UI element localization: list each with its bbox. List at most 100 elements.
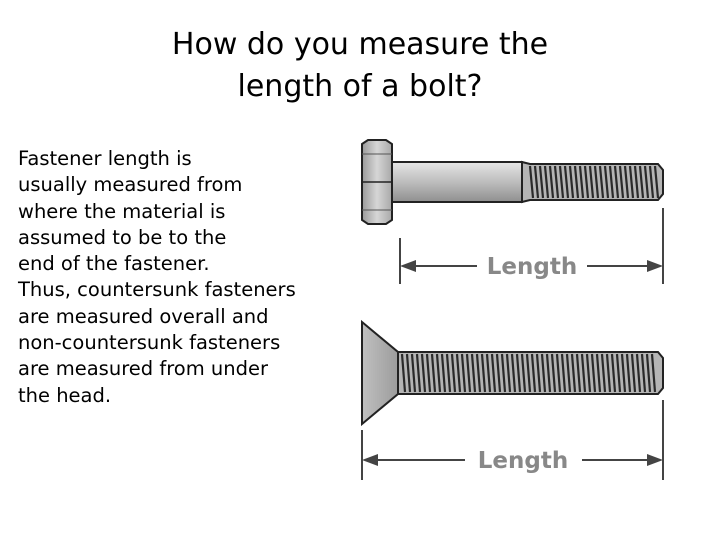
thread-ridge: [563, 165, 570, 199]
body-line-2: usually measured from: [18, 173, 243, 197]
thread-ridge: [485, 353, 492, 393]
thread-ridge: [400, 353, 407, 393]
thread-ridge: [490, 353, 497, 393]
thread-ridge: [548, 165, 555, 199]
thread-ridge: [573, 165, 580, 199]
thread-ridge: [420, 353, 427, 393]
thread-ridge: [650, 353, 657, 393]
thread-ridge: [580, 353, 587, 393]
thread-ridge: [445, 353, 452, 393]
thread-ridge: [535, 353, 542, 393]
thread-ridge: [610, 353, 617, 393]
thread-ridge: [425, 353, 432, 393]
thread-ridge: [605, 353, 612, 393]
thread-ridge: [528, 165, 535, 199]
thread-ridge: [625, 353, 632, 393]
thread-ridge: [538, 165, 545, 199]
thread-ridge: [475, 353, 482, 393]
thread-ridge: [643, 165, 650, 199]
thread-ridge: [590, 353, 597, 393]
thread-ridge: [495, 353, 502, 393]
thread-ridge: [415, 353, 422, 393]
thread-ridge: [640, 353, 647, 393]
body-line-6: Thus, countersunk fasteners: [18, 278, 296, 302]
thread-ridge: [525, 353, 532, 393]
thread-ridge: [520, 353, 527, 393]
slide-title: How do you measure the length of a bolt?: [60, 24, 660, 108]
thread-ridge: [598, 165, 605, 199]
thread-ridge: [533, 165, 540, 199]
bolt-length-figure: Length Length: [350, 130, 720, 490]
body-line-9: are measured from under: [18, 357, 269, 381]
thread-ridge: [613, 165, 620, 199]
body-line-8: non-countersunk fasteners: [18, 331, 281, 355]
thread-ridge: [555, 353, 562, 393]
body-text: Fastener length is usually measured from…: [18, 146, 348, 409]
countersunk-bolt-arrow-left: [362, 454, 378, 466]
thread-ridge: [575, 353, 582, 393]
thread-ridge: [603, 165, 610, 199]
thread-ridge: [500, 353, 507, 393]
thread-ridge: [635, 353, 642, 393]
thread-ridge: [545, 353, 552, 393]
thread-ridge: [440, 353, 447, 393]
thread-ridge: [618, 165, 625, 199]
thread-ridge: [568, 165, 575, 199]
thread-ridge: [608, 165, 615, 199]
hex-bolt-shank: [391, 161, 523, 203]
thread-ridge: [570, 353, 577, 393]
body-line-4: assumed to be to the: [18, 225, 227, 249]
thread-ridge: [560, 353, 567, 393]
thread-ridge: [623, 165, 630, 199]
thread-ridge: [565, 353, 572, 393]
thread-ridge: [583, 165, 590, 199]
thread-ridge: [510, 353, 517, 393]
hex-bolt-arrow-left: [400, 260, 416, 272]
thread-ridge: [450, 353, 457, 393]
thread-ridge: [515, 353, 522, 393]
body-line-10: the head.: [18, 383, 112, 407]
thread-ridge: [435, 353, 442, 393]
thread-ridge: [585, 353, 592, 393]
thread-ridge: [558, 165, 565, 199]
thread-ridge: [620, 353, 627, 393]
thread-ridge: [470, 353, 477, 393]
thread-ridge: [638, 165, 645, 199]
thread-ridge: [405, 353, 412, 393]
thread-ridge: [550, 353, 557, 393]
thread-ridge: [600, 353, 607, 393]
thread-ridge: [648, 165, 655, 199]
body-line-5: end of the fastener.: [18, 252, 210, 276]
title-line-1: How do you measure the: [171, 27, 549, 62]
thread-ridge: [480, 353, 487, 393]
thread-ridge: [645, 353, 652, 393]
hex-bolt-length-label: Length: [487, 254, 577, 280]
body-line-7: are measured overall and: [18, 304, 269, 328]
thread-ridge: [553, 165, 560, 199]
thread-ridge: [595, 353, 602, 393]
hex-bolt-arrow-right: [647, 260, 663, 272]
thread-ridge: [540, 353, 547, 393]
hex-bolt-thread-lines: [528, 165, 660, 199]
countersunk-bolt-thread-lines: [400, 353, 657, 393]
thread-ridge: [633, 165, 640, 199]
countersunk-bolt-length-label: Length: [478, 448, 568, 474]
thread-ridge: [455, 353, 462, 393]
thread-ridge: [593, 165, 600, 199]
countersunk-bolt: Length: [361, 319, 664, 480]
countersunk-bolt-head: [361, 319, 399, 427]
title-line-2: length of a bolt?: [237, 69, 483, 104]
thread-ridge: [653, 165, 660, 199]
countersunk-bolt-arrow-right: [647, 454, 663, 466]
thread-ridge: [505, 353, 512, 393]
thread-ridge: [430, 353, 437, 393]
thread-ridge: [410, 353, 417, 393]
thread-ridge: [628, 165, 635, 199]
thread-ridge: [588, 165, 595, 199]
thread-ridge: [530, 353, 537, 393]
thread-ridge: [615, 353, 622, 393]
body-line-3: where the material is: [18, 199, 226, 223]
body-line-1: Fastener length is: [18, 147, 192, 170]
thread-ridge: [578, 165, 585, 199]
thread-ridge: [543, 165, 550, 199]
